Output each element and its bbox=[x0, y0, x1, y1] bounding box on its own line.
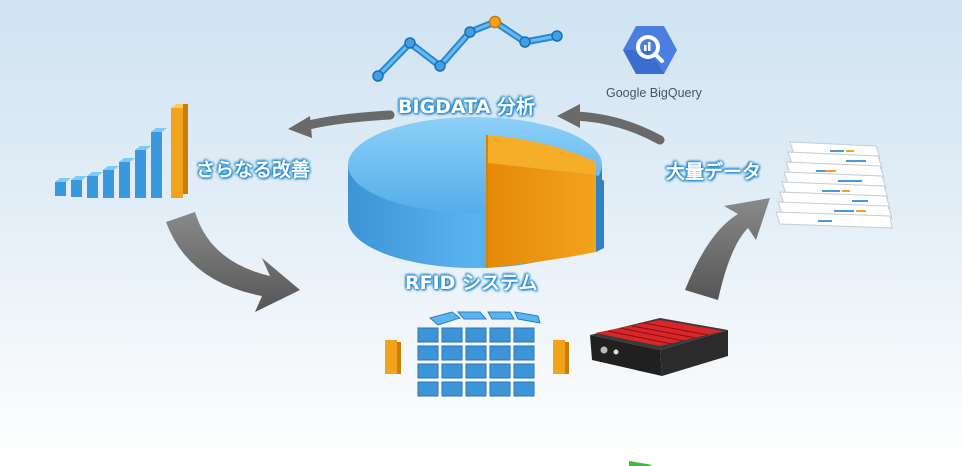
bigquery-magnifier-icon bbox=[623, 26, 677, 74]
data-sheets-graphic bbox=[775, 141, 893, 229]
cycle-arrow-top-left bbox=[288, 110, 395, 138]
cycle-arrow-right-up bbox=[685, 198, 770, 300]
line-chart-graphic bbox=[372, 15, 563, 82]
bulk-data-label: 大量データ bbox=[666, 161, 762, 183]
cycle-arrow-top-right bbox=[557, 104, 665, 145]
rfid-tag-grid-graphic bbox=[385, 311, 569, 397]
bar-chart-graphic bbox=[55, 104, 188, 198]
further-improvement-label: さらなる改善 bbox=[196, 159, 311, 181]
cycle-arrow-left-down bbox=[166, 212, 300, 312]
bigdata-analysis-label: BIGDATA 分析 bbox=[398, 96, 535, 118]
rfid-system-label: RFID システム bbox=[405, 272, 538, 294]
pie-chart-graphic bbox=[348, 117, 604, 268]
bigquery-logo-text: Google BigQuery bbox=[606, 86, 702, 100]
rfid-reader-device-graphic bbox=[590, 318, 728, 466]
